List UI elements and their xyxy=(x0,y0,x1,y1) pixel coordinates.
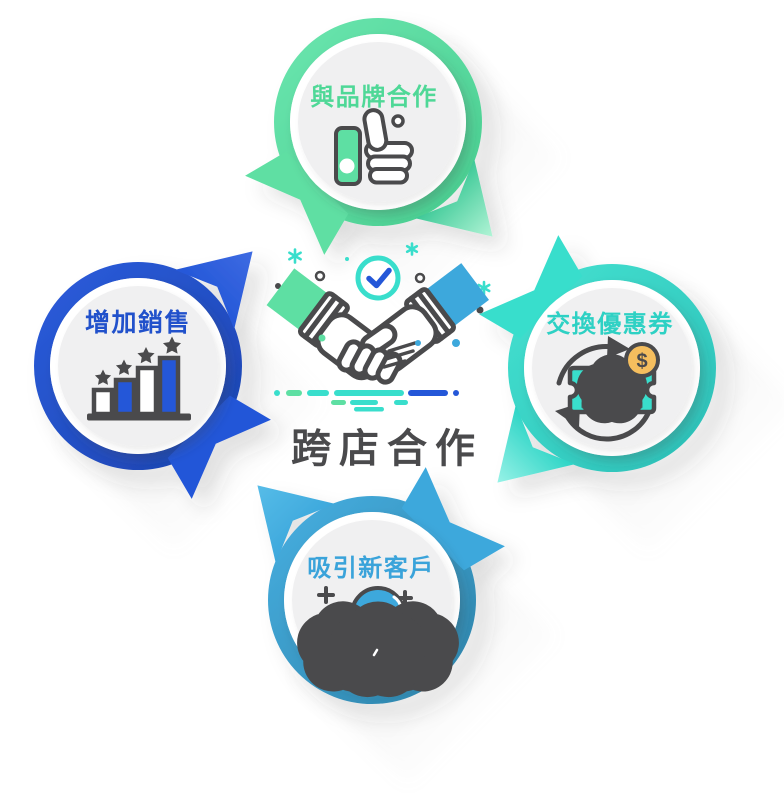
new-customer-icon xyxy=(319,586,429,666)
node-top xyxy=(245,18,562,306)
cycle-arrow-green xyxy=(245,18,523,267)
dot-sparkle xyxy=(452,339,460,347)
sparkles xyxy=(275,242,491,347)
node-left xyxy=(34,221,322,550)
dollar-sign: $ xyxy=(636,351,647,373)
handshake-icon xyxy=(266,263,489,385)
center-illustration xyxy=(266,242,491,412)
node-bottom xyxy=(227,455,556,784)
page-title: 跨店合作 xyxy=(291,427,483,471)
checkmark-icon xyxy=(355,255,401,301)
dot-sparkle xyxy=(476,306,484,314)
dollar-coin xyxy=(624,342,660,378)
node-label-left: 增加銷售 xyxy=(84,309,192,337)
thumbs-up-icon xyxy=(334,108,414,186)
cycle-arrow-teal xyxy=(467,235,716,513)
ground-dashes xyxy=(274,390,459,412)
coupon-exchange-icon: $ xyxy=(555,336,660,442)
sales-bar-chart-icon xyxy=(87,336,191,421)
ring-sparkle xyxy=(314,270,326,282)
node-label-bottom: 吸引新客戶 xyxy=(307,555,435,582)
node-label-right: 交換優惠券 xyxy=(546,311,674,338)
ring-sparkle xyxy=(414,272,426,284)
dot-sparkle xyxy=(275,283,281,289)
dot-sparkle xyxy=(345,257,349,261)
node-label-top: 與品牌合作 xyxy=(310,84,438,111)
node-right: $ xyxy=(467,235,784,552)
cycle-arrow-navy xyxy=(34,221,283,499)
